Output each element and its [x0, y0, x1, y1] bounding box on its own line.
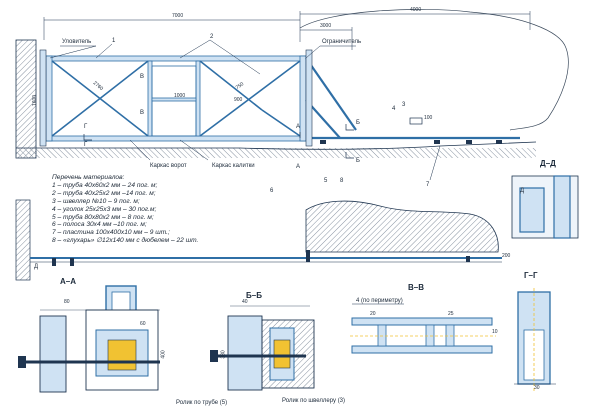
- materials-list: Перечень материалов: 1 – труба 40х60х2 м…: [52, 174, 198, 245]
- dim-380: 380: [220, 350, 227, 359]
- rail-view: [15, 199, 502, 281]
- mark-4: 4: [392, 106, 396, 112]
- dim-100: 100: [424, 115, 433, 121]
- posts: [39, 49, 313, 147]
- dim-25: 25: [448, 311, 454, 317]
- section-title-dd: Д–Д: [540, 159, 556, 168]
- mark-g-bottom: Г: [84, 142, 88, 148]
- mark-8: 8: [340, 178, 344, 184]
- material-item: 5 – труба 80х80х2 мм – 8 пог. м;: [52, 213, 154, 221]
- dim-4000: 4000: [410, 7, 422, 13]
- leader-lines: [49, 39, 441, 181]
- dim-200: 200: [502, 253, 511, 259]
- gate-braces: [51, 60, 301, 137]
- mark-d-right: Д: [520, 188, 525, 194]
- mark-v-top: В: [140, 74, 145, 80]
- dim-900: 900: [234, 97, 243, 103]
- mark-1: 1: [112, 38, 116, 44]
- mark-a-top: А: [296, 124, 301, 130]
- dim-1600: 1600: [32, 94, 39, 107]
- mark-v-bottom: В: [140, 110, 145, 116]
- section-markers: [83, 124, 354, 159]
- ground-line: [16, 141, 537, 150]
- callout-ulovitel: Уловитель: [62, 39, 92, 45]
- section-aa: [18, 285, 160, 393]
- callout-karkas-vorot: Каркас ворот: [150, 163, 187, 169]
- section-title-aa: А–А: [60, 277, 77, 286]
- callout-rolik-shveller: Ролик по швеллеру (3): [282, 398, 346, 404]
- gate-tail: [305, 57, 520, 140]
- dim-1000: 1000: [174, 93, 186, 99]
- material-item: 7 – пластина 100х400х10 мм – 9 шт.;: [52, 229, 170, 237]
- dim-80: 80: [64, 299, 70, 305]
- foundation: [305, 200, 499, 253]
- section-gg: [514, 288, 556, 392]
- ground-strip: [16, 148, 536, 158]
- callout-ogranichitel: Ограничитель: [322, 39, 362, 45]
- callout-rolik-truba: Ролик по трубе (5): [176, 400, 228, 406]
- material-item: 1 – труба 40х60х2 мм – 24 пог. м;: [52, 181, 158, 189]
- dim-60: 60: [140, 321, 146, 327]
- callout-po-perimetru: 4 (по периметру): [356, 298, 403, 304]
- material-item: 3 – швеллер №10 – 9 пог. м;: [52, 197, 140, 205]
- mark-3: 3: [402, 102, 406, 108]
- section-dd: [511, 175, 579, 239]
- dim-7000: 7000: [172, 13, 184, 19]
- top-dimensions: [43, 11, 531, 50]
- section-bb: [210, 305, 315, 391]
- section-title-gg: Г–Г: [524, 271, 538, 280]
- material-item: 8 – «глухарь» ∅12х140 мм с дюбелем – 22 …: [52, 237, 199, 245]
- mark-g-top: Г: [84, 124, 88, 130]
- dim-20: 20: [370, 311, 376, 317]
- rollers: [320, 117, 502, 144]
- material-item: 6 – полоса 30х4 мм –10 пог. м;: [52, 221, 147, 229]
- section-vv: [350, 303, 496, 354]
- background-outline: [299, 9, 569, 131]
- material-item: 2 – труба 40х25х2 мм –14 пог. м;: [52, 189, 156, 197]
- mark-6: 6: [270, 188, 274, 194]
- dim-30: 30: [534, 385, 540, 391]
- callout-karkas-kalitki: Каркас калитки: [212, 163, 255, 169]
- mark-a-bottom: А: [296, 164, 301, 170]
- mark-2: 2: [210, 34, 214, 40]
- mark-b-top: Б: [356, 120, 360, 126]
- dim-10: 10: [492, 329, 498, 335]
- material-item: 4 – уголок 25х25х3 мм – 30 пог.м;: [52, 205, 157, 213]
- mark-b-bottom: Б: [356, 158, 360, 164]
- main-elevation: [15, 9, 569, 181]
- mark-7: 7: [426, 182, 430, 188]
- mark-5: 5: [324, 178, 328, 184]
- dim-400: 400: [160, 350, 167, 359]
- rail-pillar-left: [15, 199, 31, 281]
- section-title-bb: Б–Б: [246, 291, 262, 300]
- dim-40: 40: [242, 299, 248, 305]
- materials-title: Перечень материалов:: [52, 174, 125, 181]
- dim-3000: 3000: [320, 23, 332, 29]
- section-title-vv: В–В: [408, 283, 425, 292]
- mark-d-left: Д: [34, 264, 39, 270]
